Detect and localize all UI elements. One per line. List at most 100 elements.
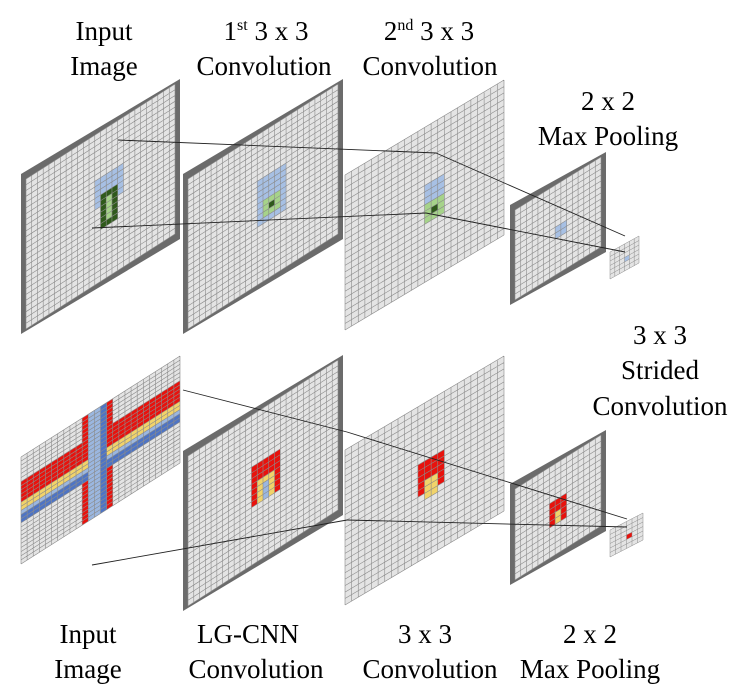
bottom-input-map-cell [88, 505, 95, 514]
bottom-conv-map-cell [417, 467, 425, 478]
top-conv1-map-gridlines [187, 83, 339, 330]
bottom-input-map-cell [82, 418, 89, 427]
lgcnn-label-line2: Convolution [188, 654, 324, 684]
bottom-input-map-cell [94, 505, 101, 514]
bottom-input-map-cell [137, 432, 144, 441]
bottom-input-map-cell [45, 470, 52, 479]
top-input-map-cell [100, 208, 107, 219]
bottom-lgcnn-map-cell [263, 479, 269, 489]
bottom-input-map-cell [88, 509, 95, 518]
bottom-input-map-cell [131, 412, 138, 420]
bottom-input-map-cell [100, 443, 107, 452]
bottom-input-map-cell [82, 426, 89, 435]
top-input-map-cell [100, 214, 107, 224]
bottom-input-map-cell [106, 415, 113, 424]
bottom-input-map-cell [106, 485, 113, 494]
top-input-map-cell [106, 199, 112, 209]
top-conv2-map-cell [431, 203, 438, 214]
bottom-input-map-cell [131, 420, 138, 429]
bottom-input-map-cell [51, 466, 58, 475]
bottom-input-map-cell [82, 496, 89, 505]
bottom-input-map-cell [69, 450, 77, 459]
top-input-map-cell [100, 174, 107, 184]
top-pool-label-line1: 2 x 2 [581, 86, 635, 116]
bottom-input-map-cell [82, 447, 89, 456]
bottom-lgcnn-map [183, 355, 343, 611]
top-input-map-cell [100, 179, 107, 190]
top-output-map-cell [624, 254, 630, 262]
bottom-input-map-cell [106, 481, 113, 490]
top-conv1-map-cell [280, 163, 287, 173]
bottom-input-map-cell [106, 411, 113, 420]
bottom-input-map-cell [106, 444, 113, 452]
connector-line [182, 389, 348, 433]
bottom-input-map-cell [149, 429, 156, 438]
bottom-input-map-cell [57, 458, 64, 467]
bottom-input-map-cell [94, 422, 101, 431]
bottom-input-map-cell [106, 464, 113, 473]
bottom-input-map-cell [100, 472, 107, 481]
bottom-input-map-cell [100, 456, 107, 465]
bottom-input-map-cell [100, 402, 107, 411]
bottom-input-map-cell [57, 462, 64, 471]
top-conv1-map-cell [268, 181, 275, 192]
bottom-input-map-cell [82, 513, 89, 522]
bottom-input-map-cell [33, 486, 40, 495]
bottom-input-map-cell [155, 392, 162, 401]
bottom-input-map-cell [100, 419, 107, 428]
bottom-input-map-cell [173, 405, 180, 414]
bottom-input-map-cell [94, 431, 101, 440]
bottom-input-map-cell [21, 498, 28, 507]
bottom-input-map-cell [149, 396, 156, 405]
bottom-input-map-cell [57, 491, 64, 500]
bottom-input-map-cell [131, 407, 138, 416]
top-input-map-cell [111, 201, 118, 211]
top-input-map-cell [111, 178, 118, 188]
connector-line [346, 431, 628, 520]
bottom-pool-map-cell [555, 514, 561, 525]
bottom-lgcnn-map-cell [257, 483, 263, 493]
bottom-lgcnn-map-cell [263, 490, 269, 501]
bottom-input-map-cell [112, 452, 119, 461]
bottom-input-map-cell [155, 396, 162, 405]
bottom-input-map-cell [100, 414, 107, 423]
bottom-input-map-cell [155, 417, 162, 426]
bottom-input-map-cell [69, 446, 77, 455]
top-conv1-map-cell [263, 197, 269, 207]
bottom-input-map-cell [51, 491, 58, 500]
bottom-input-map-cell [161, 425, 168, 434]
top-conv1-map-cell [263, 214, 269, 224]
bottom-input-map-cell [94, 501, 101, 510]
top-conv1-map-cell [263, 191, 269, 201]
top-input-map-cell [117, 163, 124, 173]
bottom-input-map-cell [124, 440, 132, 449]
bottom-input-map-cell [82, 414, 89, 423]
top-row-labels: Input Image 1st 3 x 3 Convolution 2nd 3 … [70, 16, 678, 151]
bottom-input-map-cell [167, 392, 174, 401]
bottom-conv-map [344, 355, 505, 606]
top-input-map-cell [94, 189, 101, 199]
top-conv1-map-cell [263, 208, 269, 219]
bottom-input-map-cell [112, 456, 119, 465]
connector-line [435, 152, 626, 237]
bottom-input-map-cell [94, 451, 101, 460]
bottom-input-map-cell [39, 470, 46, 479]
bottom-input-map-cell [118, 436, 125, 445]
top-conv2-map-cell [431, 210, 438, 221]
top-conv2-ordinal-sup: nd [397, 17, 413, 34]
bottom-input-map-cell [100, 447, 107, 456]
top-pool-map-cell [555, 229, 561, 240]
bottom-input-map-cell [149, 412, 156, 421]
top-conv2-map-cell [424, 207, 432, 218]
bottom-input-map-cell [82, 434, 89, 443]
bottom-input-map-cell [94, 455, 101, 464]
bottom-lgcnn-map-cell [257, 465, 263, 476]
bottom-input-map-cell [51, 474, 58, 483]
bottom-input-map-cell [106, 402, 113, 411]
bottom-input-map-cell [69, 483, 77, 492]
bottom-input-map-cell [39, 503, 46, 512]
bottom-input-map-cell [100, 493, 107, 502]
bottom-input-map-cell [137, 404, 144, 412]
bottom-input-map-cell [100, 468, 107, 477]
top-input-map-cell [111, 212, 118, 223]
